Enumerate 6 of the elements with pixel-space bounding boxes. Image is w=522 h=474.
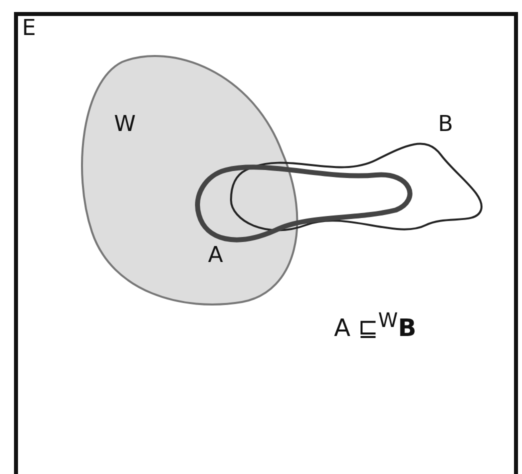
set-label: W	[114, 114, 136, 136]
set-label: B	[438, 114, 454, 136]
formula-text: A ⊑$^{W}$B	[334, 308, 416, 342]
set-label: E	[22, 18, 36, 40]
set-label: A	[208, 245, 224, 267]
frame-border	[14, 12, 518, 474]
